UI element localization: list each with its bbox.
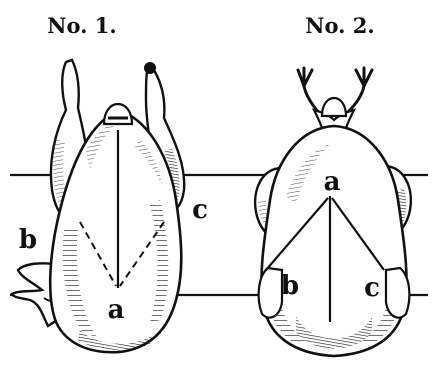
fig1-leg-knob-icon [144,62,156,74]
fig2-left-side-knob [259,268,282,318]
fig1-neck [104,104,132,124]
fig1-label-c: c [192,195,208,225]
fig2-right-foot-icon [348,68,372,112]
figure-one-fowl [12,60,184,352]
figure-two-title: No. 2. [305,13,374,38]
fig2-tail [322,98,346,116]
fig2-label-a: a [324,167,341,197]
figure-two-fowl [255,68,411,356]
fig1-label-b: b [19,225,37,255]
fig2-left-foot-icon [298,68,318,112]
fig2-label-b: b [281,271,299,301]
fig2-right-side-knob [386,268,409,318]
fig2-label-c: c [364,273,380,303]
fig1-label-a: a [108,295,125,325]
figure-one-title: No. 1. [47,13,116,38]
